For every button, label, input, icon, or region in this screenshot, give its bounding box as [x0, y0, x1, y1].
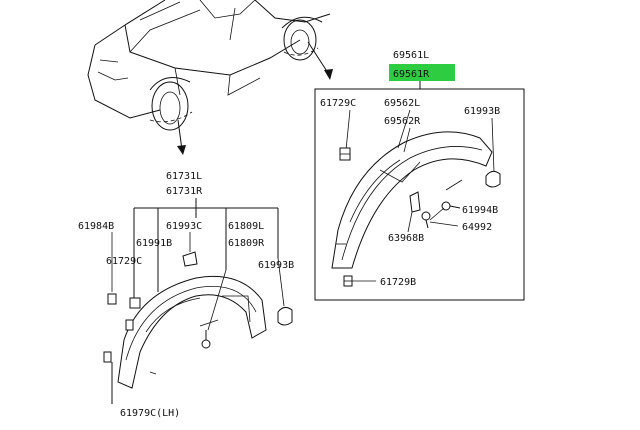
- label-61731L: 61731L: [166, 171, 202, 182]
- label-61729C-left: 61729C: [106, 256, 142, 267]
- leader-64992: [429, 221, 459, 227]
- leader-69562R: [403, 127, 411, 153]
- nut-61993B-top: [485, 170, 501, 188]
- label-61993B-top: 61993B: [464, 106, 500, 117]
- label-64992: 64992: [462, 222, 492, 233]
- leader-61809: [207, 269, 227, 331]
- label-61731R: 61731R: [166, 186, 203, 197]
- label-61993C: 61993C: [166, 221, 202, 232]
- front-fender-flare: [117, 275, 267, 389]
- bracket-63968B: [409, 191, 421, 213]
- leader-61729C-top: [345, 109, 351, 151]
- label-69562R: 69562R: [384, 116, 421, 127]
- clip-61979C-1: [125, 319, 134, 331]
- leader-61993B-left: [277, 257, 285, 307]
- label-61994B: 61994B: [462, 205, 498, 216]
- clip-61729C-left: [129, 297, 141, 309]
- screw-64992: [421, 211, 431, 229]
- screw-61994B: [441, 201, 461, 211]
- leader-61993B-top: [491, 117, 495, 173]
- label-69561R: 69561R: [393, 69, 430, 80]
- label-61991B: 61991B: [136, 238, 172, 249]
- label-61984B: 61984B: [78, 221, 114, 232]
- label-61809L: 61809L: [228, 221, 264, 232]
- rear-fender-flare: [331, 131, 493, 269]
- leader-bracket-61731: [133, 198, 279, 298]
- label-61993B-left: 61993B: [258, 260, 294, 271]
- clip-61729B: [343, 275, 353, 287]
- leader-63968B: [407, 211, 413, 233]
- label-63968B: 63968B: [388, 233, 424, 244]
- label-61729C-top: 61729C: [320, 98, 356, 109]
- screw-61809: [201, 330, 211, 349]
- arrow-to-front-flare: [177, 119, 186, 155]
- clip-61979C-2: [103, 351, 112, 363]
- nut-61993B-left: [277, 306, 293, 326]
- clip-61984B: [107, 293, 117, 305]
- leader-61994B: [429, 207, 445, 221]
- vehicle-illustration: [87, 0, 331, 131]
- label-61979C: 61979C(LH): [120, 408, 180, 419]
- arrow-to-rear-flare: [307, 41, 333, 80]
- label-69561L: 69561L: [393, 50, 429, 61]
- clip-61729C-top: [339, 147, 351, 161]
- leader-69562L: [397, 109, 411, 149]
- label-69562L: 69562L: [384, 98, 420, 109]
- highlight-69561R: [389, 64, 455, 81]
- nut-61991B: [182, 251, 198, 267]
- label-61809R: 61809R: [228, 238, 265, 249]
- label-61729B: 61729B: [380, 277, 416, 288]
